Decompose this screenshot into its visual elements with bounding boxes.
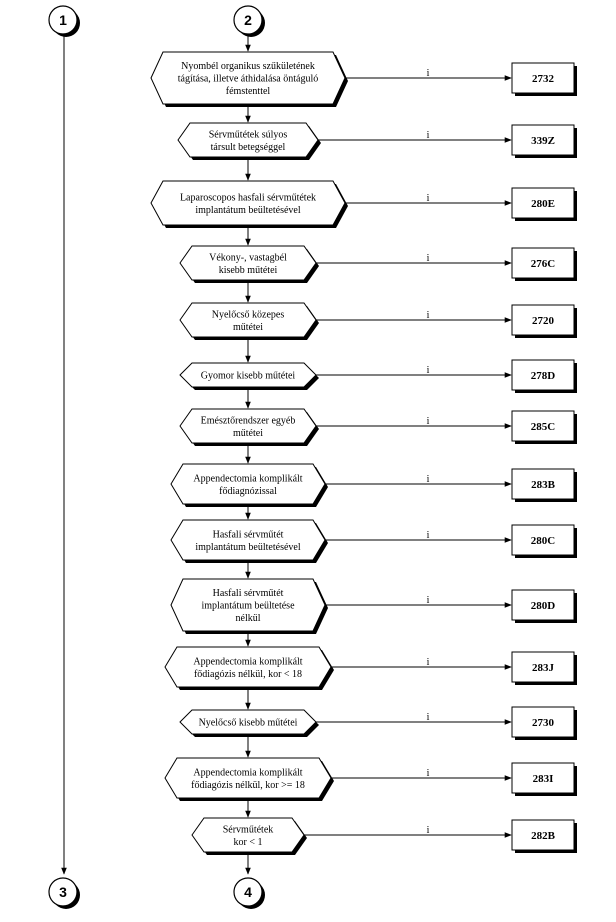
code-box — [511, 819, 575, 851]
decision-text-line: társult betegséggel — [211, 142, 286, 153]
decision-text-line: Vékony-, vastagbél — [209, 252, 287, 263]
connector-4: 4 — [233, 877, 265, 909]
yes-label: i — [427, 416, 430, 427]
decision-text-line: fémstenttel — [226, 86, 271, 97]
yes-label: i — [427, 68, 430, 79]
code-label: 282B — [531, 830, 556, 842]
code-box — [511, 247, 575, 279]
decision-14: Sérvműtétek kor < 1 i 282B — [191, 817, 577, 855]
yes-label: i — [427, 474, 430, 485]
decision-text-line: implantátum beültetése — [201, 601, 295, 612]
code-box — [511, 187, 575, 219]
decision-text-line: nélkül — [236, 613, 261, 624]
decision-8: Appendectomia komplikált fődiagnózissal i 2… — [170, 463, 577, 507]
code-box — [511, 62, 575, 94]
decision-text-line: implantátum beültetésével — [195, 205, 300, 216]
decision-text-line: kisebb műtétei — [219, 265, 278, 276]
code-box — [511, 762, 575, 794]
decision-text-line: műtétei — [233, 428, 263, 439]
decision-9: Hasfali sérvműtét implantátum beültetésév… — [170, 519, 577, 563]
decision-text-line: Gyomor kisebb műtétei — [201, 371, 296, 382]
yes-label: i — [427, 130, 430, 141]
connector-2-label: 2 — [244, 12, 252, 28]
code-box — [511, 589, 575, 621]
connector-3-label: 3 — [59, 884, 67, 900]
yes-label: i — [427, 825, 430, 836]
decision-text-line: Hasfali sérvműtét — [213, 529, 284, 540]
decision-text-line: tágítása, illetve áthidalása öntáguló — [178, 74, 319, 85]
code-label: 280D — [531, 600, 556, 612]
decision-5: Nyelőcső közepes műtétei i 2720 — [179, 302, 577, 340]
code-label: 2730 — [532, 717, 555, 729]
yes-label: i — [427, 310, 430, 321]
decision-13: Appendectomia komplikált fődiagózis nélkü… — [164, 757, 577, 801]
decision-12: Nyelőcső kisebb műtétei i 2730 — [179, 706, 577, 740]
connector-1-label: 1 — [59, 12, 67, 28]
code-label: 2732 — [532, 73, 555, 85]
code-label: 339Z — [531, 135, 555, 147]
yes-label: i — [427, 657, 430, 668]
decision-3: Laparoscopos hasfali sérvműtétek implantá… — [150, 180, 577, 228]
code-label: 280C — [531, 535, 556, 547]
yes-label: i — [427, 595, 430, 606]
decision-text-line: kor < 1 — [234, 837, 263, 848]
code-label: 285C — [531, 421, 556, 433]
decision-text-line: Appendectomia komplikált — [193, 767, 302, 778]
code-label: 278D — [531, 370, 556, 382]
connector-1: 1 — [48, 5, 80, 37]
connector-4-label: 4 — [244, 884, 252, 900]
yes-label: i — [427, 193, 430, 204]
decision-text-line: implantátum beültetésével — [195, 542, 300, 553]
decision-text-line: Nyelőcső kisebb műtétei — [199, 718, 298, 729]
code-box — [511, 524, 575, 556]
decision-text-line: Nyombél organikus szűkületének — [181, 61, 315, 72]
code-label: 283I — [533, 773, 554, 785]
yes-label: i — [427, 530, 430, 541]
code-box — [511, 124, 575, 156]
decision-text-line: Sérvműtétek — [223, 824, 274, 835]
code-label: 283J — [532, 662, 555, 674]
decision-text-line: Hasfali sérvműtét — [213, 588, 284, 599]
code-label: 283B — [531, 479, 556, 491]
decision-2: Sérvműtétek súlyos társult betegséggel i 33… — [177, 122, 577, 160]
code-box — [511, 468, 575, 500]
decision-10: Hasfali sérvműtét implantátum beültetésen… — [170, 578, 577, 634]
decision-text-line: fődiagnózissal — [219, 486, 277, 497]
decision-text-line: fődiagózis nélkül, kor >= 18 — [191, 780, 305, 791]
decision-chain: Nyombél organikus szűkületének tágítása, … — [150, 36, 577, 875]
decision-text-line: Appendectomia komplikált — [193, 656, 302, 667]
decision-text-line: Laparoscopos hasfali sérvműtétek — [180, 192, 316, 203]
decision-text-line: Sérvműtétek súlyos — [209, 129, 288, 140]
connector-3: 3 — [48, 877, 80, 909]
yes-label: i — [427, 768, 430, 779]
code-box — [511, 651, 575, 683]
decision-6: Gyomor kisebb műtétei i 278D — [179, 359, 577, 393]
decision-text-line: műtétei — [233, 322, 263, 333]
code-label: 2720 — [532, 315, 555, 327]
code-box — [511, 359, 575, 391]
decision-text-line: Emésztőrendszer egyéb — [201, 415, 296, 426]
decision-1: Nyombél organikus szűkületének tágítása, … — [150, 51, 577, 107]
yes-label: i — [427, 365, 430, 376]
decision-4: Vékony-, vastagbél kisebb műtétei i 276C — [179, 245, 577, 283]
code-box — [511, 706, 575, 738]
decision-text-line: fődiagózis nélkül, kor < 18 — [194, 669, 302, 680]
code-box — [511, 304, 575, 336]
code-box — [511, 410, 575, 442]
decision-11: Appendectomia komplikált fődiagózis nélkü… — [164, 646, 577, 690]
decision-7: Emésztőrendszer egyéb műtétei i 285C — [179, 408, 577, 446]
decision-text-line: Nyelőcső közepes — [212, 309, 285, 320]
decision-text-line: Appendectomia komplikált — [193, 473, 302, 484]
yes-label: i — [427, 253, 430, 264]
code-label: 276C — [531, 258, 556, 270]
connector-2: 2 — [233, 5, 265, 37]
yes-label: i — [427, 712, 430, 723]
code-label: 280E — [531, 198, 555, 210]
